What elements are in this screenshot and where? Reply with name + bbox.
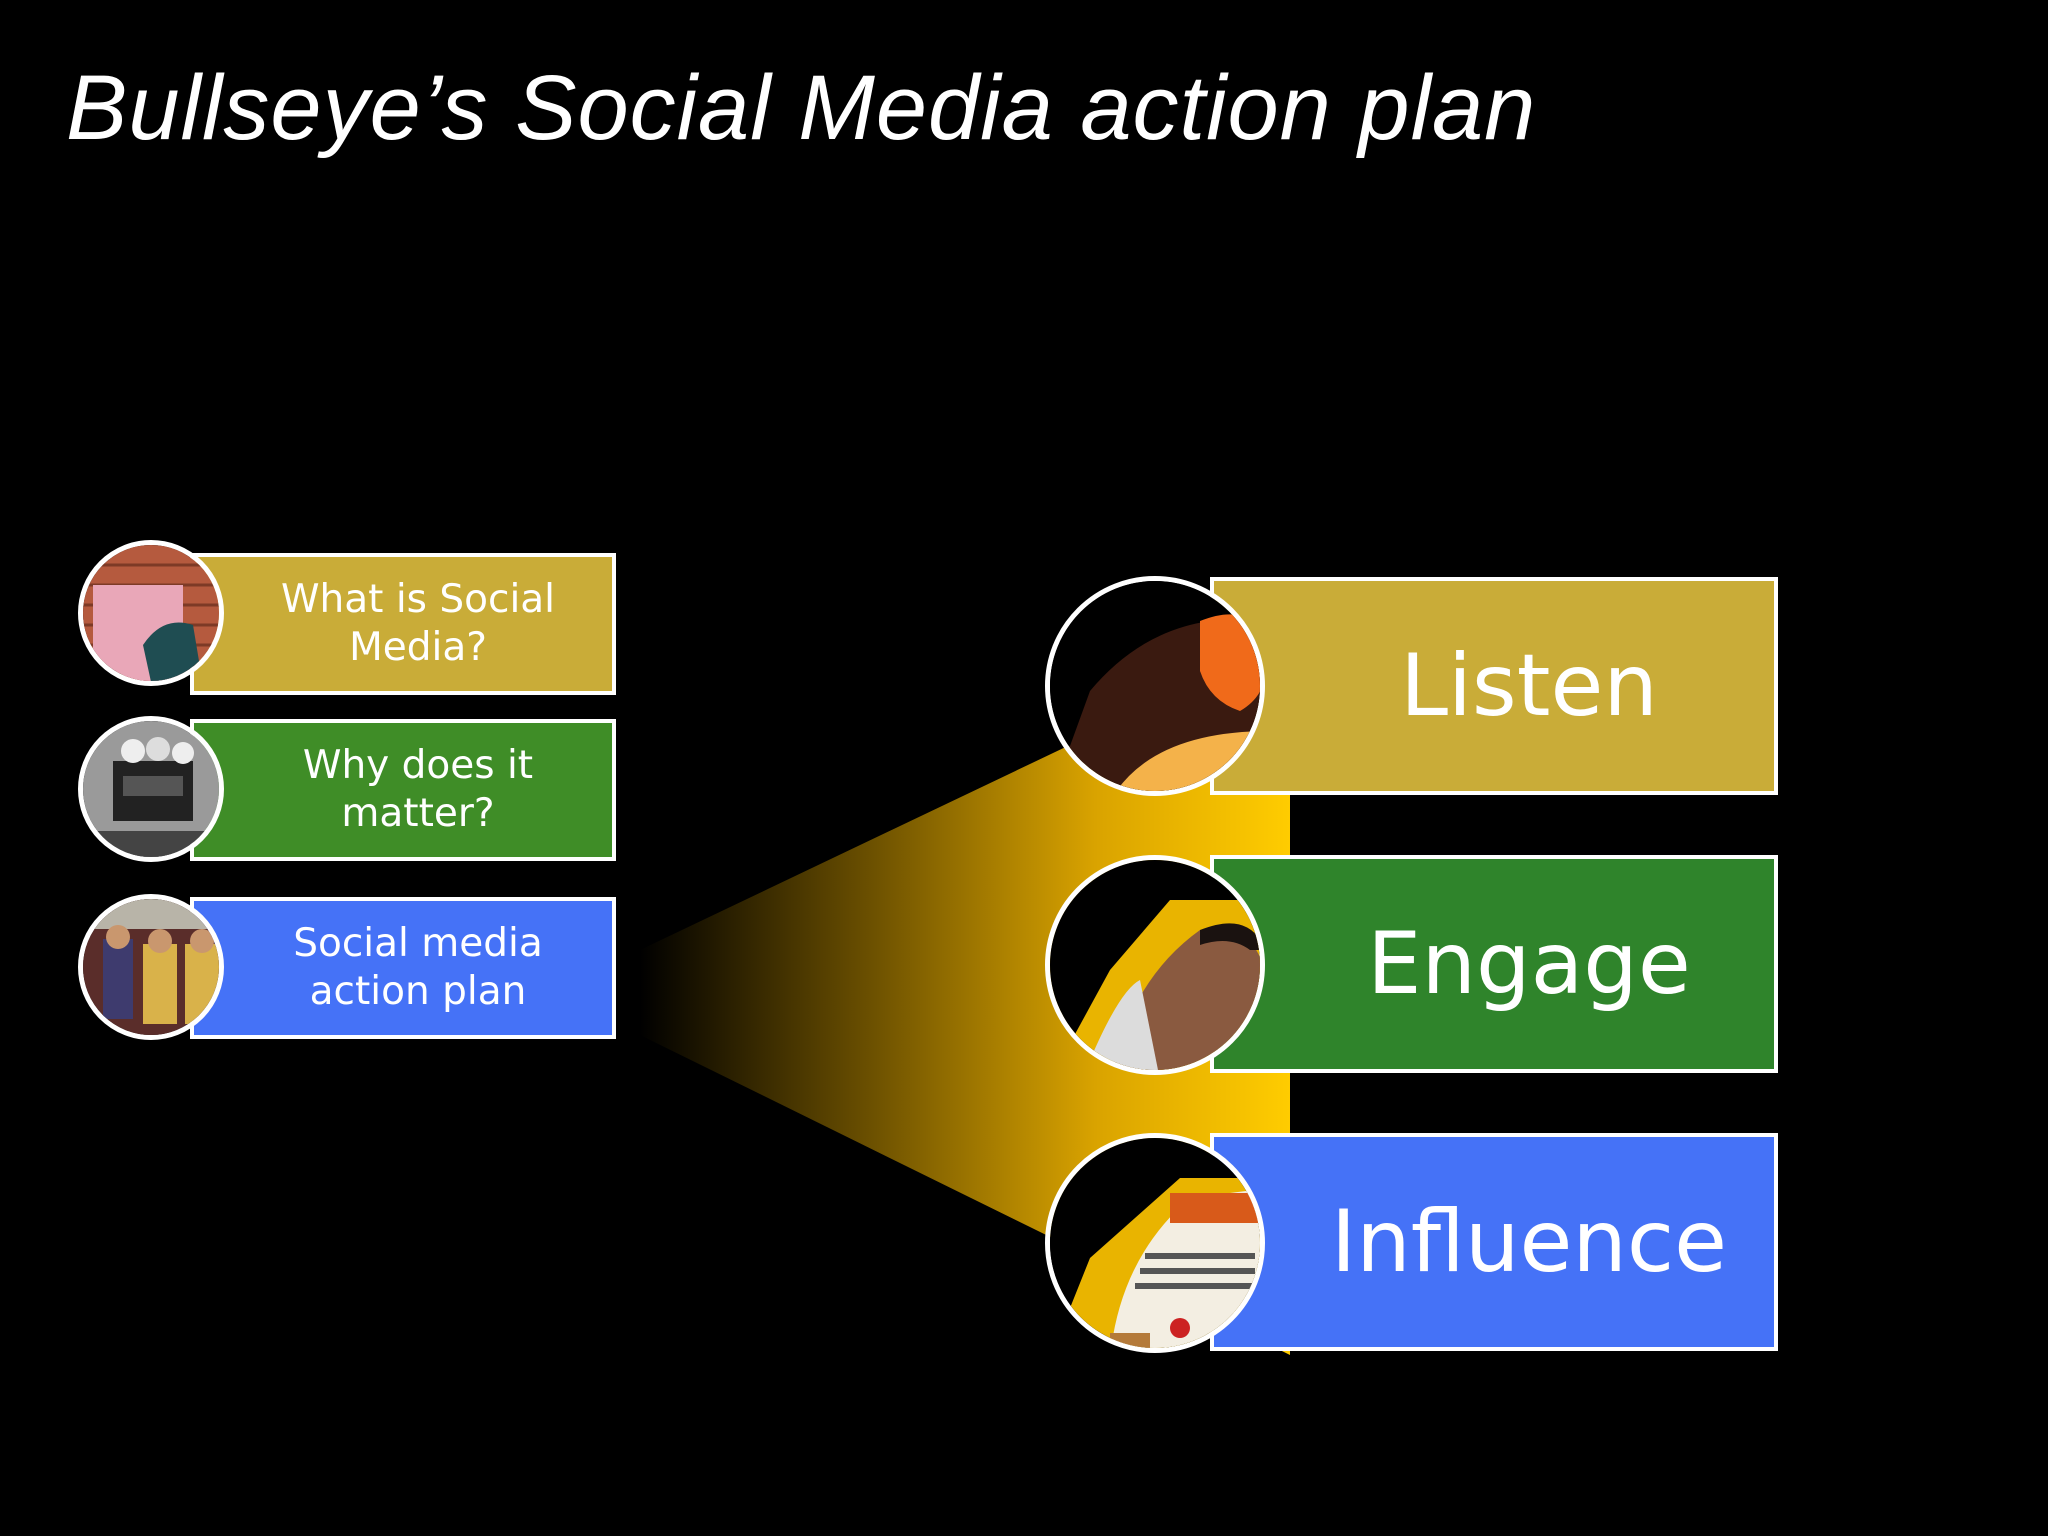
step-label: Listen	[1400, 636, 1658, 736]
agenda-item-why-does-it-matter[interactable]: Why does it matter?	[190, 719, 616, 861]
step-influence[interactable]: Influence	[1210, 1133, 1778, 1351]
old-photo-icon	[78, 716, 224, 862]
article-photo-icon	[1045, 1133, 1265, 1353]
slide-title: Bullseye’s Social Media action plan	[66, 57, 1537, 159]
agenda-item-social-media-action-plan[interactable]: Social media action plan	[190, 897, 616, 1039]
step-label: Influence	[1330, 1192, 1728, 1292]
agenda-item-label: What is Social Media?	[280, 577, 556, 670]
agenda-item-what-is-social-media[interactable]: What is Social Media?	[190, 553, 616, 695]
brick-wall-photo-icon	[78, 540, 224, 686]
crew-photo-icon	[78, 894, 224, 1040]
face-photo-icon	[1045, 855, 1265, 1075]
step-label: Engage	[1367, 914, 1691, 1014]
step-listen[interactable]: Listen	[1210, 577, 1778, 795]
ear-photo-icon	[1045, 576, 1265, 796]
agenda-item-label: Social media action plan	[293, 921, 543, 1014]
agenda-item-label: Why does it matter?	[302, 743, 534, 836]
step-engage[interactable]: Engage	[1210, 855, 1778, 1073]
